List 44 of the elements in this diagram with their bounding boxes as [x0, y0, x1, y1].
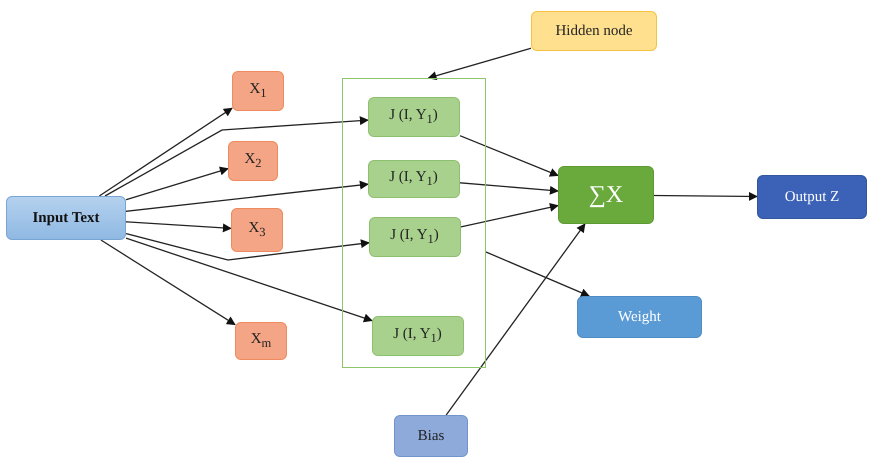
hidden-node-box [368, 160, 460, 198]
input-box [6, 196, 126, 240]
hidden-node-box [368, 216, 460, 256]
feature-box [231, 208, 283, 252]
sum-label: ∑X [588, 182, 624, 208]
feature-box [228, 141, 278, 181]
feature-box [232, 71, 284, 111]
sum-box [558, 166, 654, 224]
bias-box [394, 415, 468, 457]
hidden-layer-frame [342, 78, 486, 368]
function-label: J (I, Y$_{1}$) [389, 168, 438, 188]
function-label: J (I, Y$_{1}$) [393, 326, 442, 346]
feature-label: X$_{2}$ [244, 151, 262, 171]
feature-label: X$_{3}$ [248, 220, 266, 240]
input-label: Input Text [32, 210, 100, 226]
arrow [126, 237, 373, 322]
arrow [460, 135, 559, 177]
weight-box [577, 296, 702, 338]
arrow [104, 116, 369, 197]
arrow [100, 239, 236, 326]
feature-label: X$_{1}$ [249, 81, 267, 101]
arrow [126, 221, 232, 232]
label-box [531, 11, 657, 51]
arrow [486, 251, 590, 297]
hidden-node-box [372, 316, 464, 356]
output-label: Output Z [784, 188, 840, 206]
arrow [126, 180, 369, 212]
function-label: J (I, Y$_{1}$) [390, 226, 439, 246]
arrow [98, 108, 233, 197]
bias-label: Bias [418, 428, 444, 444]
arrow [126, 232, 370, 261]
arrow [460, 182, 559, 195]
arrow [428, 48, 532, 80]
feature-label: X$_{m}$ [250, 331, 272, 351]
output-box [757, 175, 867, 219]
arrow [460, 202, 559, 228]
arrow [446, 223, 586, 416]
weight-label: Weight [618, 308, 661, 326]
arrow [126, 166, 229, 200]
node-label: Hidden node [555, 22, 633, 40]
feature-box [235, 322, 287, 360]
arrow [654, 192, 758, 201]
hidden-node-box [368, 96, 460, 136]
function-label: J (I, Y$_{1}$) [389, 106, 438, 126]
